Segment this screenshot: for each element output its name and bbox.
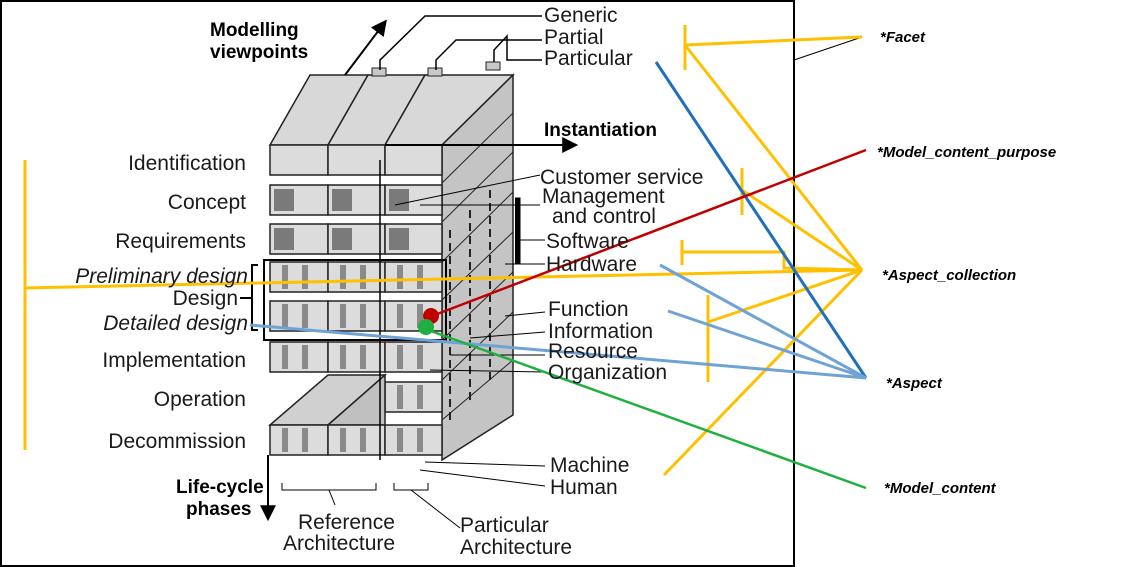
view-software: Software (546, 230, 629, 253)
viewpoint-partial: Partial (544, 26, 604, 49)
view-machine: Machine (550, 454, 629, 477)
reference-architecture-line1: Reference (298, 511, 395, 534)
diagram-frame (0, 0, 795, 567)
view-resource: Resource (548, 340, 638, 363)
particular-to-aspect-line (654, 61, 868, 379)
view-human: Human (550, 476, 618, 499)
reference-architecture-line2: Architecture (283, 532, 395, 555)
phase-requirements: Requirements (115, 230, 246, 253)
particular-architecture-line2: Architecture (460, 536, 572, 559)
view-leaders (394, 174, 546, 487)
viewpoint-leaders (379, 15, 542, 70)
viewpoint-generic: Generic (544, 4, 618, 27)
design-bracket (251, 264, 258, 331)
viewpoints-heading-line1: Modelling (210, 20, 299, 41)
view-management-line2: and control (552, 205, 656, 228)
view-organization: Organization (548, 361, 667, 384)
particular-architecture-line1: Particular (460, 514, 549, 537)
facet-pointer-line (793, 36, 863, 61)
viewpoints-arrow (344, 19, 387, 76)
framework-cube (263, 61, 515, 462)
phase-detailed-design: Detailed design (103, 312, 248, 335)
phase-concept: Concept (168, 191, 246, 214)
life-cycle-heading-line2: phases (186, 499, 251, 520)
phase-preliminary-design: Preliminary design (75, 265, 248, 288)
phase-design: Design (173, 287, 238, 310)
view-information: Information (548, 320, 653, 343)
phase-decommission: Decommission (108, 430, 246, 453)
model-content-line (427, 328, 867, 490)
phase-implementation: Implementation (102, 349, 246, 372)
phase-identification: Identification (128, 152, 246, 175)
instantiation-label: Instantiation (544, 120, 657, 141)
view-customer-service: Customer service (540, 166, 703, 189)
viewpoint-particular: Particular (544, 47, 633, 70)
view-hardware: Hardware (546, 253, 637, 276)
green-marker-dot (418, 319, 434, 335)
category-aspect-collection: *Aspect_collection (882, 267, 1016, 284)
category-model-content: *Model_content (884, 480, 997, 497)
model-content-purpose-line (431, 148, 867, 318)
view-function: Function (548, 298, 629, 321)
phase-operation: Operation (154, 388, 246, 411)
life-cycle-heading-line1: Life-cycle (176, 477, 264, 498)
viewpoints-heading-line2: viewpoints (210, 42, 308, 63)
category-facet: *Facet (880, 29, 926, 46)
category-aspect: *Aspect (886, 375, 943, 392)
view-management-line1: Management (542, 185, 665, 208)
aspect-lines (249, 263, 867, 380)
category-model-content-purpose: *Model_content_purpose (877, 144, 1056, 161)
